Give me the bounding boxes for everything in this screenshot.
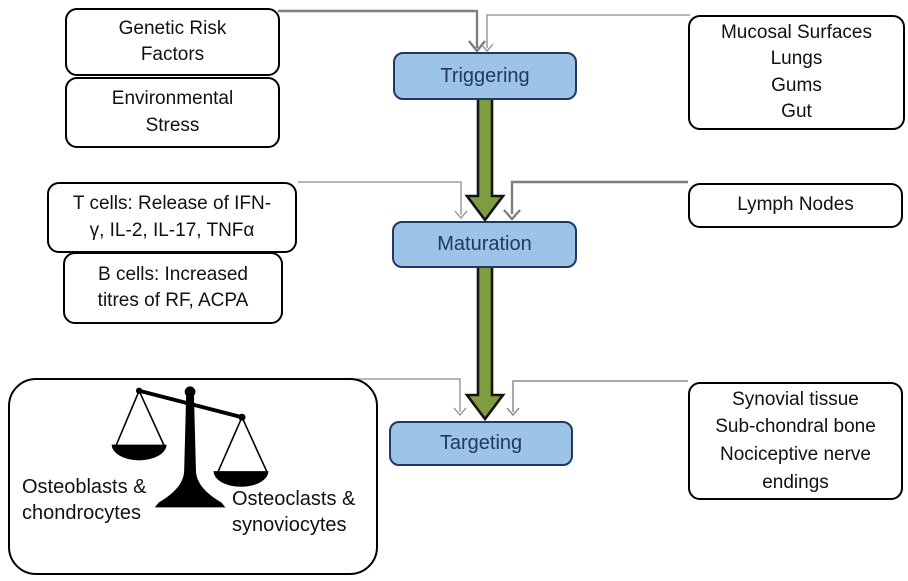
stage-box-triggering: Triggering [393, 52, 577, 100]
synovial-tissue-label: Synovial tissue Sub-chondral bone Nocice… [715, 388, 876, 493]
connector-mucosal-to-triggering [480, 14, 690, 52]
b-cells-label: B cells: Increased titres of RF, ACPA [97, 263, 249, 311]
arrow-triggering-to-maturation [464, 96, 506, 223]
box-t-cells: T cells: Release of IFN- γ, IL-2, IL-17,… [47, 182, 297, 253]
maturation-label: Maturation [437, 233, 532, 255]
mucosal-surfaces-label: Mucosal Surfaces Lungs Gums Gut [720, 22, 872, 122]
targeting-label: Targeting [439, 432, 523, 454]
osteoclasts-label: Osteoclasts & synoviocytes [232, 488, 356, 536]
triggering-label: Triggering [440, 64, 530, 87]
t-cells-label: T cells: Release of IFN- γ, IL-2, IL-17,… [72, 193, 272, 241]
connector-synovial-to-targeting [506, 380, 688, 417]
lymph-nodes-label: Lymph Nodes [737, 194, 854, 216]
box-genetic-risk: Genetic Risk Factors [65, 8, 280, 76]
stage-box-maturation: Maturation [392, 221, 577, 268]
box-mucosal-surfaces: Mucosal Surfaces Lungs Gums Gut [688, 15, 905, 130]
box-synovial-tissue: Synovial tissue Sub-chondral bone Nocice… [688, 382, 903, 500]
balance-scale-icon [111, 386, 269, 508]
environmental-stress-label: Environmental Stress [111, 88, 234, 136]
connector-tcells-to-maturation [298, 181, 468, 219]
osteoblasts-label: Osteoblasts & chondrocytes [22, 476, 147, 524]
arrow-maturation-to-targeting [464, 264, 506, 422]
box-environmental-stress: Environmental Stress [65, 77, 280, 148]
connector-lymph-to-maturation [503, 180, 688, 221]
box-balance: Osteoblasts & chondrocytes Osteoclasts &… [8, 378, 378, 575]
genetic-risk-label: Genetic Risk Factors [118, 17, 227, 65]
connector-genetic-to-triggering [278, 9, 486, 53]
box-b-cells: B cells: Increased titres of RF, ACPA [63, 252, 283, 324]
box-lymph-nodes: Lymph Nodes [688, 183, 903, 228]
stage-box-targeting: Targeting [389, 421, 573, 466]
